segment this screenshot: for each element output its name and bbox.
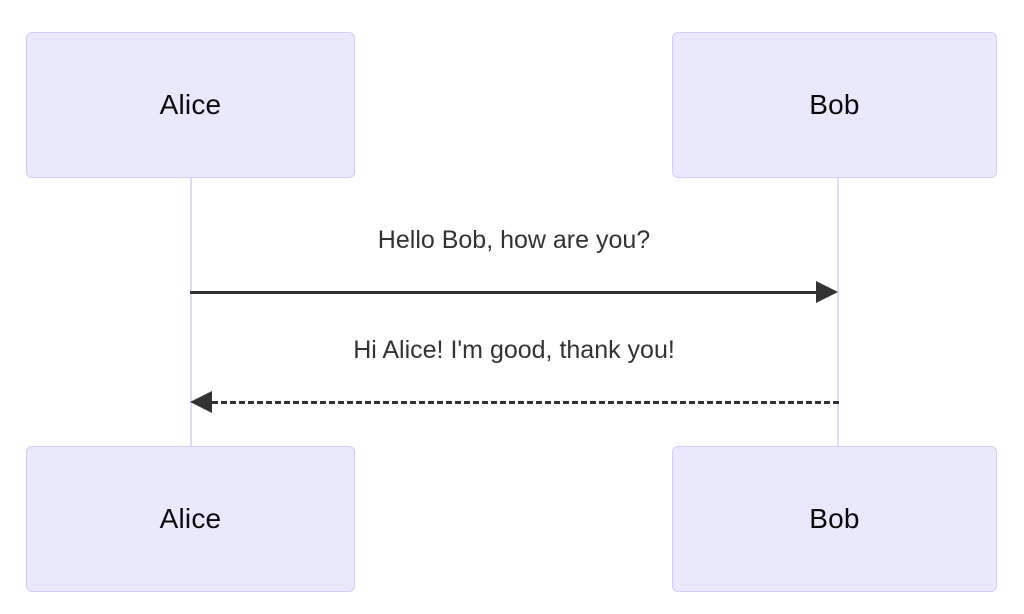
actor-header-alice[interactable]: Alice <box>26 32 355 178</box>
lifeline-alice <box>190 178 192 448</box>
actor-header-bob-label: Bob <box>809 89 860 120</box>
actor-footer-bob-label: Bob <box>809 503 860 534</box>
message-1-label: Hello Bob, how are you? <box>377 226 651 254</box>
message-2-arrowhead-icon <box>190 391 212 413</box>
actor-header-alice-label: Alice <box>159 89 222 120</box>
actor-footer-alice[interactable]: Alice <box>26 446 355 592</box>
actor-header-bob[interactable]: Bob <box>672 32 997 178</box>
actor-footer-alice-label: Alice <box>159 503 222 534</box>
message-1-line <box>190 291 817 294</box>
message-1-arrowhead-icon <box>816 281 838 303</box>
lifeline-bob <box>837 178 839 448</box>
actor-footer-bob[interactable]: Bob <box>672 446 997 592</box>
message-2-line <box>212 401 839 404</box>
message-2-label: Hi Alice! I'm good, thank you! <box>353 336 675 364</box>
